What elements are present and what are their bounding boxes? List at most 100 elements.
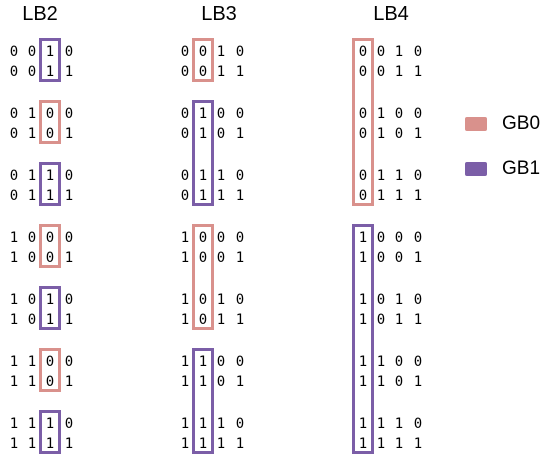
bit-digit: 0 xyxy=(198,64,208,80)
bit-digit: 1 xyxy=(376,106,386,122)
bit-digit: 1 xyxy=(198,106,208,122)
bit-digit: 1 xyxy=(376,374,386,390)
bit-digit: 1 xyxy=(235,126,245,142)
group-box-gb1 xyxy=(192,348,214,454)
bit-digit: 1 xyxy=(216,64,226,80)
bit-digit: 0 xyxy=(45,106,55,122)
bit-digit: 1 xyxy=(235,436,245,452)
bit-digit: 0 xyxy=(64,416,74,432)
bit-digit: 0 xyxy=(64,230,74,246)
bit-digit: 1 xyxy=(45,44,55,60)
bit-digit: 1 xyxy=(180,230,190,246)
bit-digit: 0 xyxy=(9,126,19,142)
bit-digit: 0 xyxy=(394,106,404,122)
bit-digit: 0 xyxy=(180,106,190,122)
bit-digit: 0 xyxy=(216,354,226,370)
column-title-lb4: LB4 xyxy=(373,3,409,25)
bit-digit: 1 xyxy=(180,250,190,266)
bit-digit: 0 xyxy=(358,44,368,60)
bit-digit: 1 xyxy=(413,436,423,452)
bit-digit: 0 xyxy=(27,292,37,308)
bit-digit: 1 xyxy=(9,354,19,370)
bit-digit: 1 xyxy=(27,416,37,432)
bit-digit: 0 xyxy=(235,44,245,60)
group-box-gb1 xyxy=(192,100,214,206)
column-title-lb2: LB2 xyxy=(22,3,58,25)
bit-digit: 0 xyxy=(358,168,368,184)
bit-digit: 1 xyxy=(198,416,208,432)
bit-digit: 1 xyxy=(27,168,37,184)
bit-digit: 1 xyxy=(45,64,55,80)
bit-digit: 1 xyxy=(358,292,368,308)
bit-digit: 0 xyxy=(198,44,208,60)
bit-digit: 1 xyxy=(216,292,226,308)
group-box-gb1 xyxy=(352,224,374,454)
bit-digit: 1 xyxy=(45,188,55,204)
bit-digit: 1 xyxy=(180,292,190,308)
bit-digit: 1 xyxy=(394,188,404,204)
bit-digit: 1 xyxy=(27,106,37,122)
bit-digit: 0 xyxy=(358,64,368,80)
bit-digit: 0 xyxy=(198,230,208,246)
bit-digit: 0 xyxy=(376,312,386,328)
bit-digit: 1 xyxy=(413,250,423,266)
bit-digit: 1 xyxy=(64,436,74,452)
bit-digit: 1 xyxy=(358,436,368,452)
bit-digit: 1 xyxy=(216,436,226,452)
group-box-gb1 xyxy=(39,286,61,330)
bit-digit: 1 xyxy=(216,188,226,204)
bit-digit: 1 xyxy=(358,374,368,390)
bit-digit: 0 xyxy=(64,106,74,122)
bit-digit: 1 xyxy=(216,416,226,432)
bit-digit: 0 xyxy=(413,44,423,60)
bit-digit: 0 xyxy=(198,292,208,308)
bit-digit: 1 xyxy=(9,230,19,246)
bit-digit: 1 xyxy=(413,188,423,204)
bit-digit: 1 xyxy=(413,312,423,328)
bit-digit: 0 xyxy=(216,250,226,266)
group-box-gb1 xyxy=(39,162,61,206)
group-box-gb1 xyxy=(39,410,61,454)
bit-digit: 0 xyxy=(198,312,208,328)
bit-digit: 0 xyxy=(180,64,190,80)
bit-digit: 0 xyxy=(358,188,368,204)
bit-digit: 1 xyxy=(394,64,404,80)
bit-digit: 0 xyxy=(394,126,404,142)
bit-digit: 0 xyxy=(216,374,226,390)
bit-digit: 1 xyxy=(216,312,226,328)
bit-digit: 0 xyxy=(45,126,55,142)
bit-digit: 0 xyxy=(9,188,19,204)
bit-digit: 1 xyxy=(27,126,37,142)
bit-digit: 1 xyxy=(27,354,37,370)
column-title-lb3: LB3 xyxy=(201,3,237,25)
bit-digit: 0 xyxy=(180,44,190,60)
bit-digit: 0 xyxy=(235,292,245,308)
bit-digit: 0 xyxy=(235,416,245,432)
bit-digit: 1 xyxy=(198,354,208,370)
bit-digit: 0 xyxy=(413,354,423,370)
legend-swatch-gb0 xyxy=(465,117,487,131)
group-box-gb0 xyxy=(192,38,214,82)
bit-digit: 1 xyxy=(180,436,190,452)
bit-digit: 0 xyxy=(64,44,74,60)
bit-digit: 0 xyxy=(180,188,190,204)
bit-digit: 1 xyxy=(235,250,245,266)
bit-digit: 0 xyxy=(27,312,37,328)
bit-digit: 0 xyxy=(198,250,208,266)
bit-digit: 1 xyxy=(64,250,74,266)
group-box-gb0 xyxy=(39,100,61,144)
bit-digit: 0 xyxy=(9,106,19,122)
bit-digit: 1 xyxy=(376,354,386,370)
bit-digit: 0 xyxy=(27,230,37,246)
bit-digit: 1 xyxy=(413,64,423,80)
bit-digit: 0 xyxy=(376,230,386,246)
bit-digit: 0 xyxy=(394,354,404,370)
bit-digit: 1 xyxy=(413,374,423,390)
bit-digit: 0 xyxy=(413,106,423,122)
bit-digit: 1 xyxy=(198,188,208,204)
bit-digit: 0 xyxy=(376,44,386,60)
bit-digit: 1 xyxy=(394,436,404,452)
bit-digit: 1 xyxy=(358,312,368,328)
bit-digit: 0 xyxy=(216,126,226,142)
bit-digit: 1 xyxy=(376,126,386,142)
